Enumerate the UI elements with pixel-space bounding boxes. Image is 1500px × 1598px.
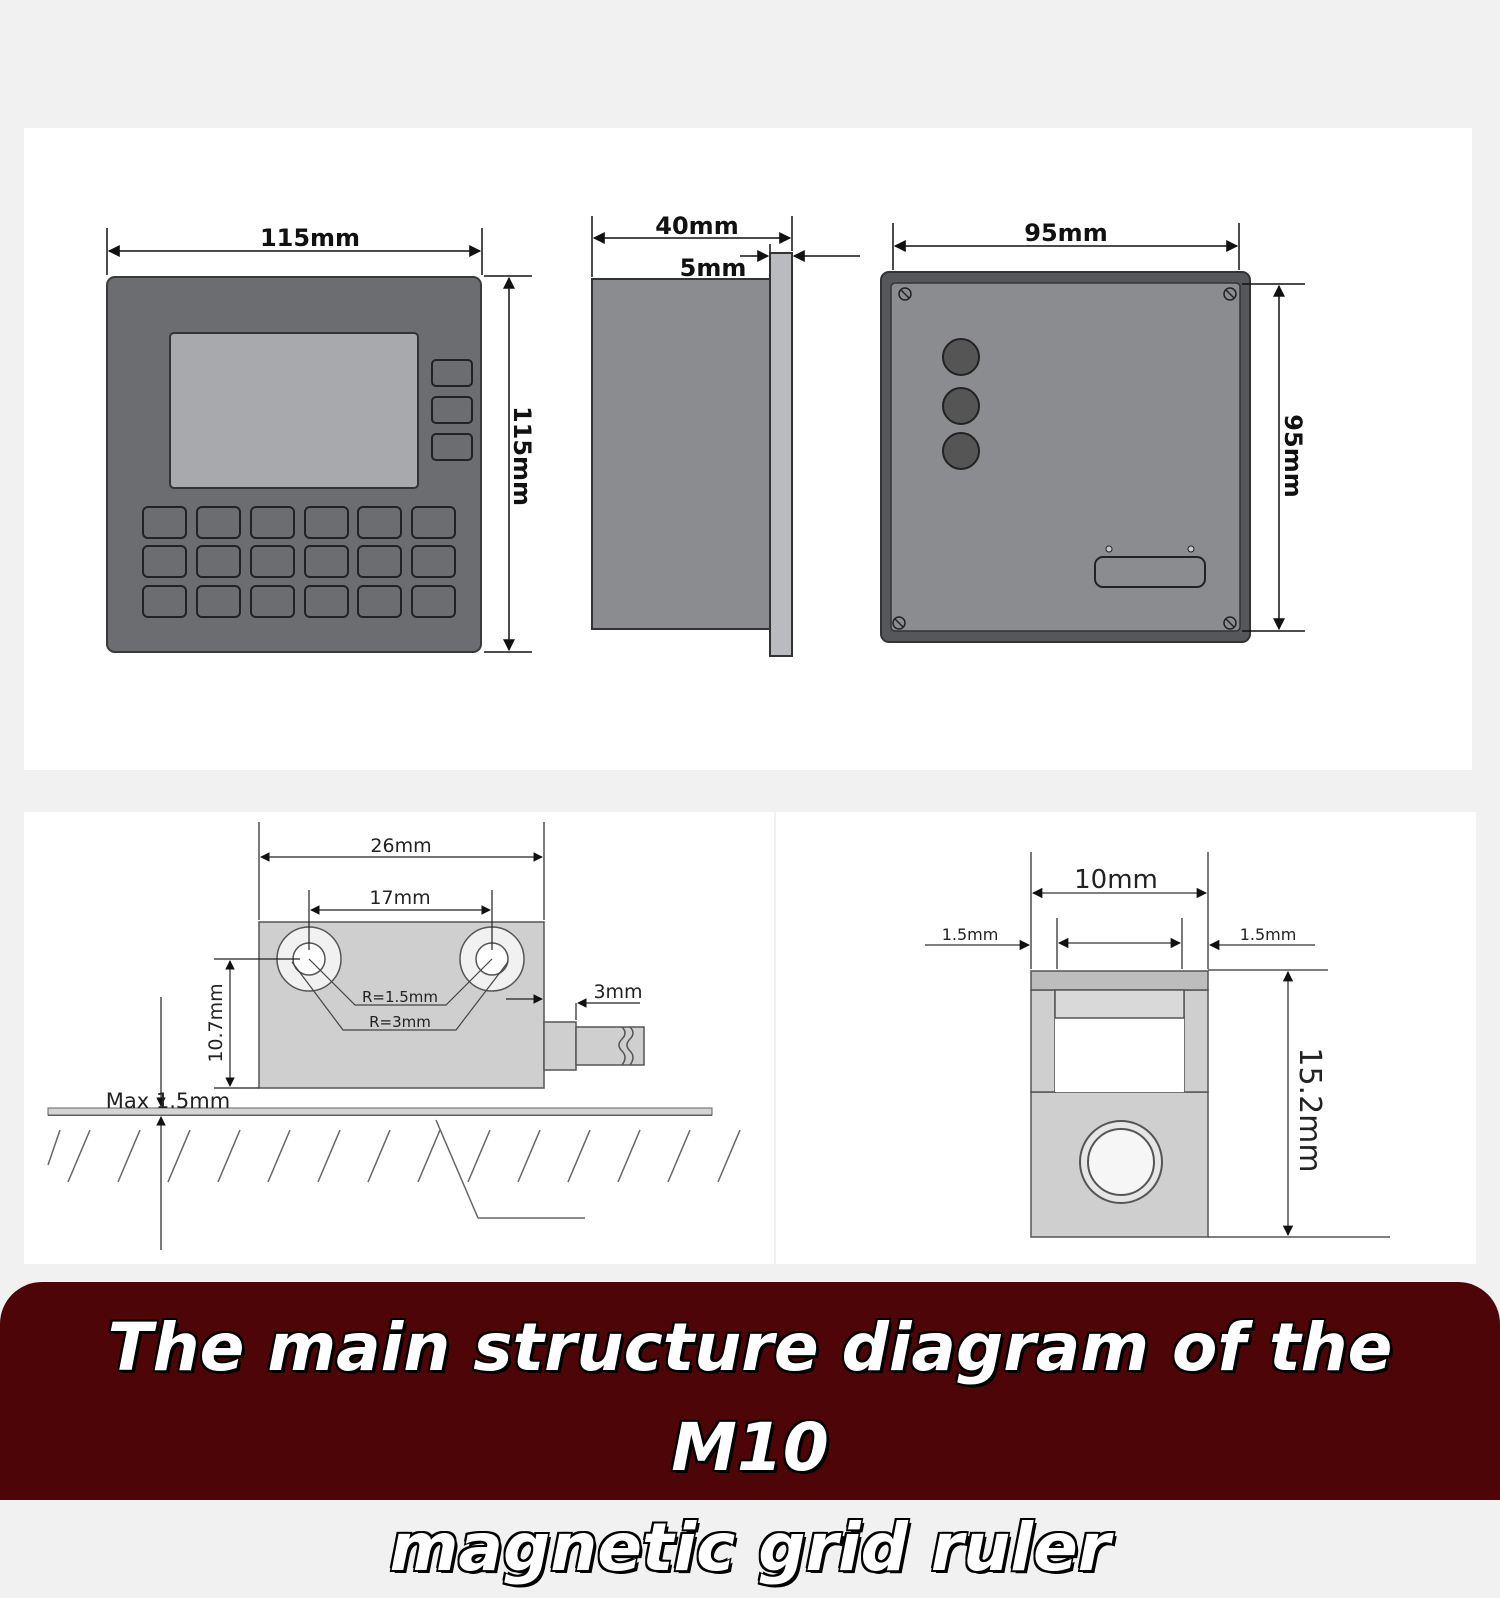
end-hole bbox=[1079, 1120, 1163, 1204]
side-view: 40mm 5mm bbox=[591, 212, 860, 657]
side-flange-label: 5mm bbox=[680, 254, 747, 282]
back-height-label: 95mm bbox=[1279, 414, 1307, 497]
connector-ports bbox=[942, 338, 980, 470]
structure-diagram: 115mm 115mm 40mm 5mm bbox=[47, 212, 1390, 1250]
keypad bbox=[142, 506, 456, 618]
end-height-label: 15.2mm bbox=[1292, 1047, 1327, 1172]
ground-hatch bbox=[47, 1114, 741, 1219]
inner-radius-label: R=1.5mm bbox=[362, 988, 438, 1006]
db-connector bbox=[1094, 545, 1206, 588]
end-left-margin-label: 1.5mm bbox=[942, 925, 999, 944]
cable-gap-label: 3mm bbox=[593, 981, 642, 1003]
screw-icon bbox=[892, 287, 1237, 630]
hole-spacing-label: 17mm bbox=[369, 887, 430, 909]
end-width-label: 10mm bbox=[1074, 865, 1158, 895]
sensor-width-label: 26mm bbox=[370, 835, 431, 857]
sensor-height-label: 10.7mm bbox=[205, 983, 227, 1062]
display-screen bbox=[169, 332, 419, 489]
end-right-margin-label: 1.5mm bbox=[1240, 925, 1297, 944]
front-view: 115mm 115mm bbox=[106, 224, 536, 653]
title-banner bbox=[0, 1282, 1500, 1500]
side-depth-label: 40mm bbox=[655, 212, 738, 240]
sensor-view: 26mm 17mm 10.7mm R=1.5mm R=3mm 3mm Max 1… bbox=[47, 822, 741, 1250]
banner-title-line2: magnetic grid ruler bbox=[389, 1509, 1111, 1586]
back-view: 95mm 95mm bbox=[880, 219, 1307, 643]
back-width-label: 95mm bbox=[1024, 219, 1107, 247]
outer-radius-label: R=3mm bbox=[369, 1013, 431, 1031]
side-flange bbox=[769, 252, 793, 657]
gap-label: Max 1.5mm bbox=[106, 1089, 230, 1113]
side-keys bbox=[431, 359, 473, 461]
banner-title: The main structure diagram of the M10 ma… bbox=[20, 1298, 1480, 1598]
front-height-label: 115mm bbox=[508, 406, 536, 506]
front-width-label: 115mm bbox=[260, 224, 360, 252]
banner-title-line1: The main structure diagram of the M10 bbox=[107, 1309, 1393, 1486]
end-view: 10mm 1.5mm 1.5mm 15.2mm bbox=[925, 852, 1390, 1238]
